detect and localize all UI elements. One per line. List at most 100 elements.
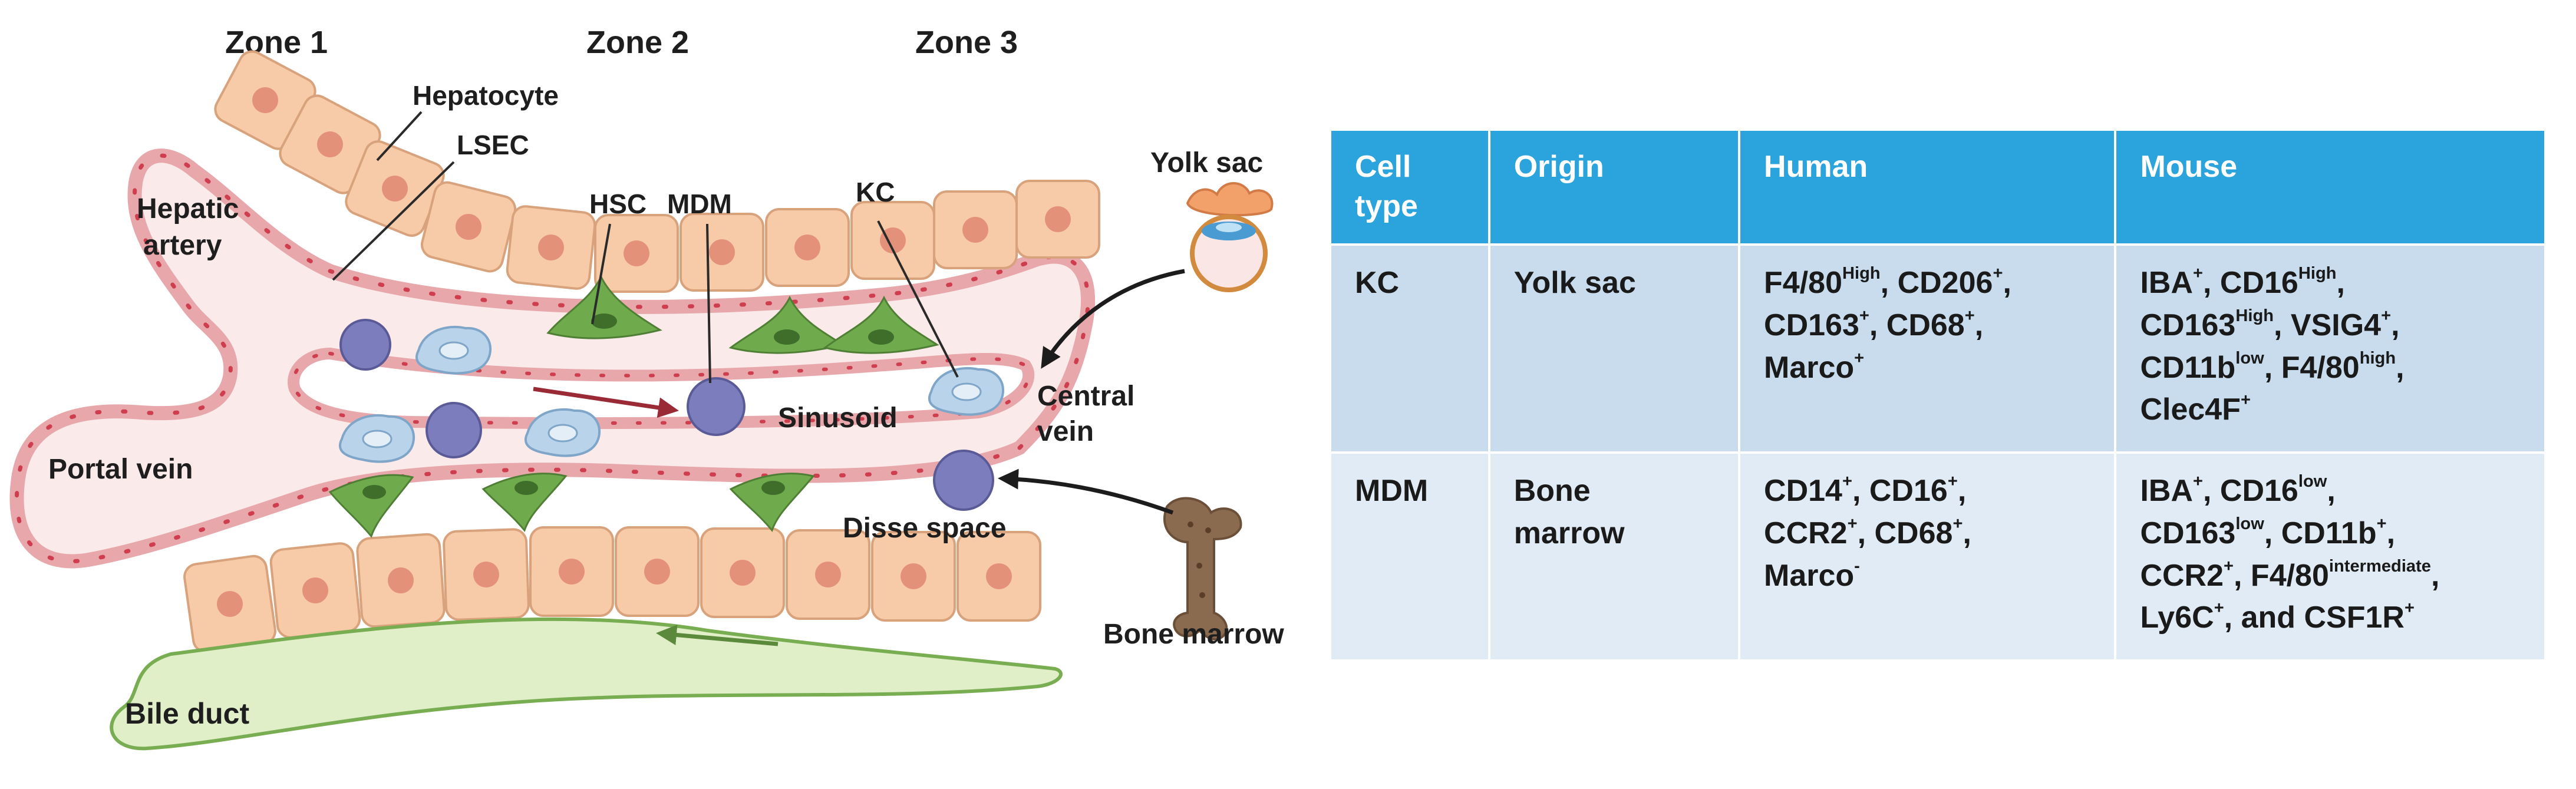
marker-superscript: +	[1964, 306, 1975, 325]
central-vein-label-line2: vein	[1037, 416, 1094, 447]
migration-arrow	[533, 387, 679, 418]
hepatocyte	[765, 208, 850, 287]
marker-superscript: High	[1842, 264, 1881, 283]
kc-cell	[928, 367, 1005, 416]
hepatocyte	[615, 526, 700, 617]
hepatocyte	[956, 531, 1041, 622]
bile-duct	[110, 617, 1063, 751]
hepatic-artery-label-line1: Hepatic	[137, 193, 239, 225]
marker-superscript: High	[2298, 264, 2337, 283]
header-origin: Origin	[1487, 128, 1741, 246]
marker-superscript: +	[1952, 514, 1963, 533]
kc-cell	[338, 414, 415, 463]
marker-superscript: +	[1859, 306, 1869, 325]
marker-superscript: intermediate	[2328, 556, 2431, 576]
marker-superscript: low	[2235, 348, 2264, 368]
disse-space-label: Disse space	[843, 513, 1007, 544]
table-row-kc: KC Yolk sac F4/80High, CD206+,CD163+, CD…	[1329, 243, 2547, 454]
hsc-cell	[823, 295, 939, 354]
central-vein-label-line1: Central	[1037, 381, 1134, 412]
hsc-cell	[729, 473, 815, 533]
hepatocyte	[356, 533, 446, 628]
hepatocyte-label: Hepatocyte	[413, 80, 559, 111]
hsc-nucleus	[514, 481, 538, 495]
hsc-cell	[728, 295, 845, 354]
marker-superscript: +	[2240, 391, 2251, 410]
hsc-cell	[546, 275, 662, 339]
hepatocyte	[421, 181, 516, 273]
marker-superscript: +	[2214, 599, 2224, 618]
hepatocyte	[786, 529, 870, 620]
hepatocyte	[933, 190, 1018, 269]
mdm-cells	[339, 319, 994, 511]
hepatocyte	[1015, 180, 1100, 259]
marker-superscript: +	[2193, 472, 2204, 491]
kc-cell	[524, 408, 601, 457]
yolk-sac-icon	[1186, 182, 1274, 292]
leader-lines	[332, 111, 959, 384]
yolk-sac-arrow	[1041, 269, 1185, 369]
marker-superscript: +	[1993, 264, 2003, 283]
mdm-cell	[687, 377, 746, 436]
stellate-cells	[328, 275, 939, 539]
marker-superscript: +	[2404, 599, 2415, 618]
hepatocyte	[443, 528, 530, 621]
hsc-nucleus	[774, 329, 800, 345]
marker-superscript: -	[1854, 556, 1860, 576]
bone-marrow-icon	[1163, 497, 1242, 641]
hsc-cell	[328, 474, 414, 539]
kc-cell	[415, 325, 492, 375]
hepatic-artery-label-line2: artery	[143, 230, 222, 261]
marker-superscript: +	[1847, 514, 1858, 533]
mdm-cell	[426, 402, 482, 458]
yolk-sac-label: Yolk sac	[1150, 147, 1263, 179]
hepatocyte	[214, 50, 316, 150]
hsc-nucleus	[591, 313, 617, 329]
cell-type-mdm: MDM	[1329, 451, 1490, 662]
marker-superscript: +	[1947, 472, 1958, 491]
hepatocyte	[529, 526, 614, 617]
zone-2-label: Zone 2	[586, 25, 689, 60]
marker-superscript: High	[2235, 306, 2274, 325]
hepatocyte	[269, 542, 361, 639]
mdm-cell	[339, 319, 391, 371]
hepatocyte	[850, 201, 935, 280]
sinusoid-label: Sinusoid	[778, 402, 898, 434]
hsc-nucleus	[761, 481, 785, 495]
kupffer-cells	[338, 325, 1005, 463]
hepatocyte	[700, 527, 785, 618]
bone-marrow-label: Bone marrow	[1103, 619, 1284, 650]
hsc-cell	[481, 473, 568, 533]
hepatocyte	[680, 213, 764, 292]
hepatocyte	[279, 94, 381, 194]
marker-superscript: +	[1854, 348, 1865, 368]
header-human: Human	[1738, 128, 2117, 246]
header-mouse: Mouse	[2114, 128, 2547, 246]
bile-duct-label: Bile duct	[125, 697, 249, 730]
mouse-markers-kc: IBA+, CD16High,CD163High, VSIG4+,CD11blo…	[2114, 243, 2547, 454]
hepatocyte-row-top	[214, 50, 1100, 293]
mdm-label: MDM	[667, 189, 732, 219]
liver-sinusoid-diagram: Zone 1 Zone 2 Zone 3	[9, 25, 1284, 751]
human-markers-mdm: CD14+, CD16+,CCR2+, CD68+,Marco-	[1738, 451, 2117, 662]
zone-3-label: Zone 3	[915, 25, 1018, 60]
hsc-nucleus	[868, 329, 894, 345]
marker-superscript: low	[2298, 472, 2327, 491]
origin-kc: Yolk sac	[1487, 243, 1741, 454]
hepatocyte	[594, 214, 679, 293]
kc-label: KC	[856, 177, 895, 207]
marker-superscript: low	[2235, 514, 2264, 533]
human-markers-kc: F4/80High, CD206+,CD163+, CD68+,Marco+	[1738, 243, 2117, 454]
marker-superscript: +	[2193, 264, 2204, 283]
hsc-nucleus	[362, 485, 386, 499]
cell-type-kc: KC	[1329, 243, 1490, 454]
marker-superscript: +	[1842, 472, 1852, 491]
marker-superscript: +	[2224, 556, 2234, 576]
marker-superscript: +	[2381, 306, 2392, 325]
hsc-label: HSC	[589, 189, 647, 219]
lsec-label: LSEC	[457, 130, 529, 160]
